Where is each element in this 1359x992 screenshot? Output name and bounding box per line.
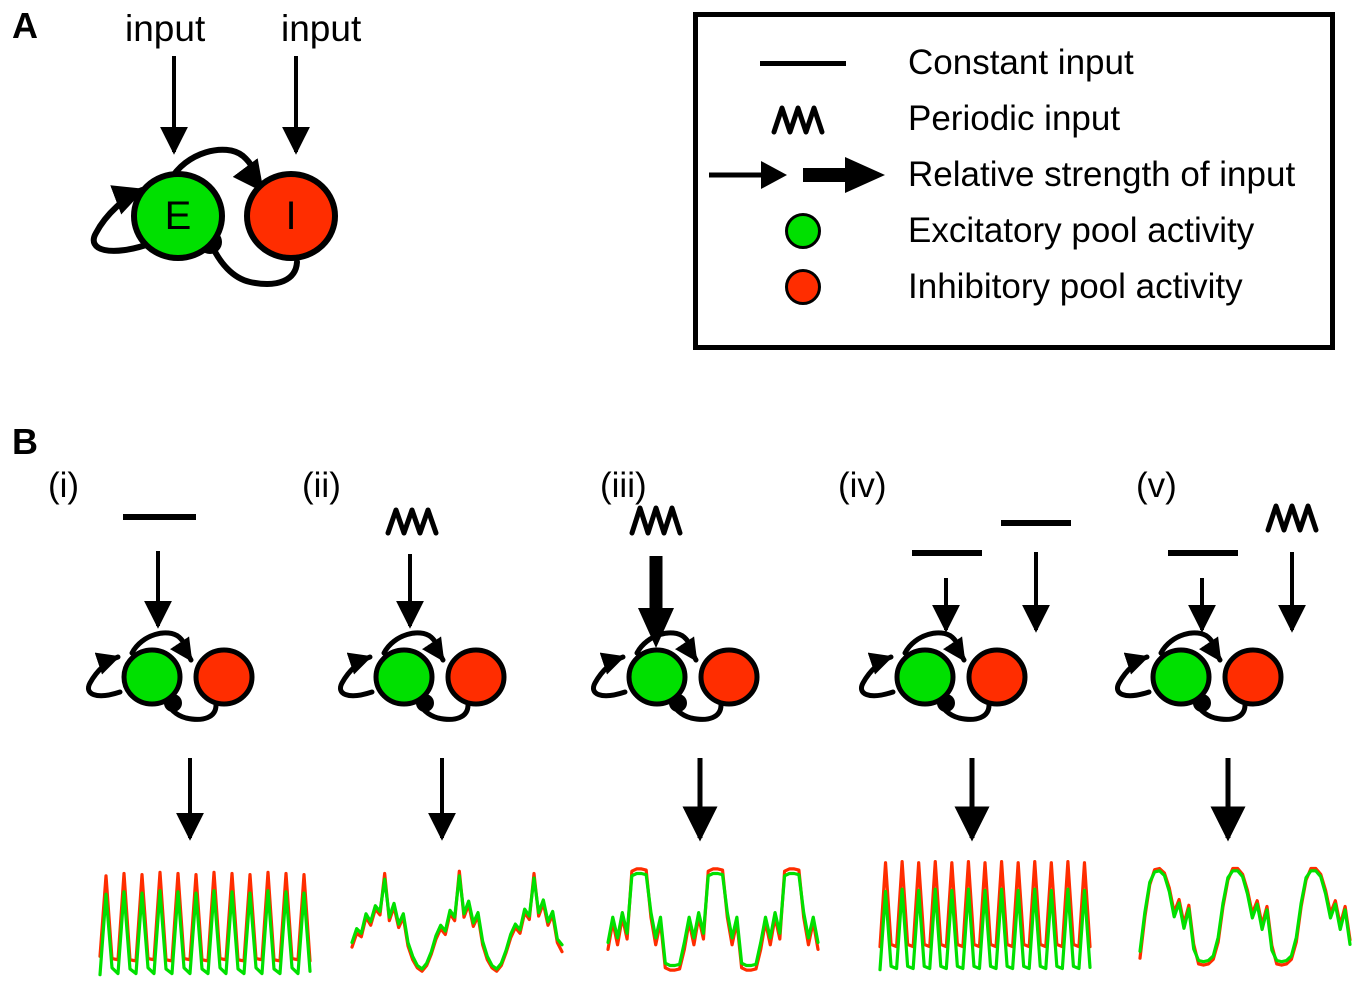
motif-v-connection-e-to-e [1115,652,1152,699]
motif-v-connection-e-to-i [1158,630,1223,663]
panel-b-col-iii-input-periodic-e-strong [629,505,683,648]
motif-ii-node-excitatory [373,647,435,707]
motif-iii-inhibitory-terminal-dot [669,694,687,712]
legend-label-constant-input: Constant input [908,42,1134,82]
periodic-input-squiggle-icon-ii [385,507,439,536]
red-circle-icon [698,259,908,315]
trace-series-excitatory [98,889,312,977]
legend-label-excitatory-pool: Excitatory pool activity [908,210,1255,250]
legend-box: Constant input Periodic input [693,12,1335,350]
panel-letter-b: B [12,421,38,462]
panel-a-node-inhibitory-label: I [285,193,297,238]
motif-i-connection-e-to-e [86,652,123,699]
periodic-input-squiggle-icon [698,91,908,147]
motif-v-connection-i-to-e [1189,694,1248,722]
motif-ii-connection-e-to-i [381,630,446,663]
panel-b-col-i-motif [86,630,255,722]
panel-b-col-iv-motif [859,630,1028,722]
legend-label-periodic-input: Periodic input [908,98,1121,138]
panel-b-col-i-input-constant-e [123,514,196,629]
panel-b-column-label-iii: (iii) [600,466,647,505]
panel-b-column-label-iv: (iv) [838,466,887,505]
motif-iv-inhibitory-terminal-dot [937,694,955,712]
green-circle-icon [698,203,908,259]
thick-arrow-head-iii [638,608,674,648]
legend-row-excitatory-pool: Excitatory pool activity [698,203,1330,259]
trace-svg-iv [878,860,1092,972]
motif-i-node-inhibitory [193,647,255,707]
panel-a-input-label-excitatory: input [125,8,206,49]
motif-ii-connection-i-to-e [412,694,471,722]
motif-iii-connection-e-to-e [591,652,628,699]
motif-iv-node-excitatory [894,647,956,707]
panel-b-col-ii-input-periodic-e [385,507,439,629]
motif-iv-node-inhibitory [966,647,1028,707]
trace-svg-iii [606,867,820,972]
trace-series-inhibitory [98,870,312,963]
trace-plot-iv [878,857,1092,972]
periodic-input-squiggle-icon-v [1265,503,1319,533]
panel-a-input-label-inhibitory: input [281,8,362,49]
trace-plot-i [98,862,312,977]
motif-i-node-excitatory [121,647,183,707]
legend-row-periodic-input: Periodic input [698,91,1330,147]
trace-svg-i [98,870,312,977]
motif-iii-connection-e-to-i [634,630,699,663]
panel-b-column-label-i: (i) [48,466,80,505]
panel-b-col-v-input-periodic-i [1265,503,1319,633]
trace-series-excitatory [350,874,564,971]
trace-series-excitatory [1138,869,1352,964]
motif-i-connection-i-to-e [160,694,219,722]
trace-svg-ii [350,869,564,973]
panel-a-connection-e-to-i [167,146,265,193]
motif-v-inhibitory-terminal-dot [1193,694,1211,712]
motif-i-connection-e-to-i [129,630,194,663]
trace-series-excitatory [606,871,820,968]
motif-i-inhibitory-terminal-dot [164,694,182,712]
legend-row-constant-input: Constant input [698,35,1330,91]
panel-b-column-label-v: (v) [1136,466,1177,505]
panel-a-node-excitatory-label: E [164,193,192,238]
motif-iii-node-inhibitory [698,647,760,707]
motif-iii-node-excitatory [626,647,688,707]
panel-b-col-v-input-constant-e [1168,550,1238,633]
trace-series-inhibitory [878,860,1092,949]
panel-b-col-iii-motif [591,630,760,722]
thin-arrow-icon [709,161,787,189]
trace-series-inhibitory [606,867,820,972]
trace-plot-iii [606,862,820,977]
periodic-input-squiggle-icon-iii [629,505,683,536]
panel-b-column-label-ii: (ii) [302,466,341,505]
legend-label-relative-strength: Relative strength of input [908,154,1296,194]
panel-b-col-v-motif [1115,630,1284,722]
motif-ii-node-inhibitory [445,647,507,707]
panel-b-col-ii-motif [338,630,507,722]
trace-svg-v [1138,866,1352,967]
legend-row-inhibitory-pool: Inhibitory pool activity [698,259,1330,315]
legend-label-inhibitory-pool: Inhibitory pool activity [908,266,1243,306]
motif-ii-connection-e-to-e [338,652,375,699]
panel-b-col-iv-input-constant-e [912,550,982,633]
motif-iv-connection-e-to-i [902,630,967,663]
motif-ii-inhibitory-terminal-dot [416,694,434,712]
trace-series-excitatory [878,887,1092,972]
motif-v-node-excitatory [1150,647,1212,707]
legend-row-relative-strength: Relative strength of input [698,147,1330,203]
panel-b-col-iv-input-constant-i [1001,520,1071,633]
panel-a-connection-e-to-e [90,185,155,254]
motif-iv-connection-e-to-e [859,652,896,699]
trace-plot-v [1138,857,1352,972]
thick-arrow-icon [803,157,885,193]
trace-plot-ii [350,862,564,977]
constant-input-bar-icon [698,35,908,91]
motif-v-node-inhibitory [1222,647,1284,707]
panel-letter-a: A [12,5,38,46]
relative-strength-arrows-icon [698,147,908,203]
motif-iii-connection-i-to-e [665,694,724,722]
motif-iv-connection-i-to-e [933,694,992,722]
panel-a-connection-i-to-e [210,245,300,287]
